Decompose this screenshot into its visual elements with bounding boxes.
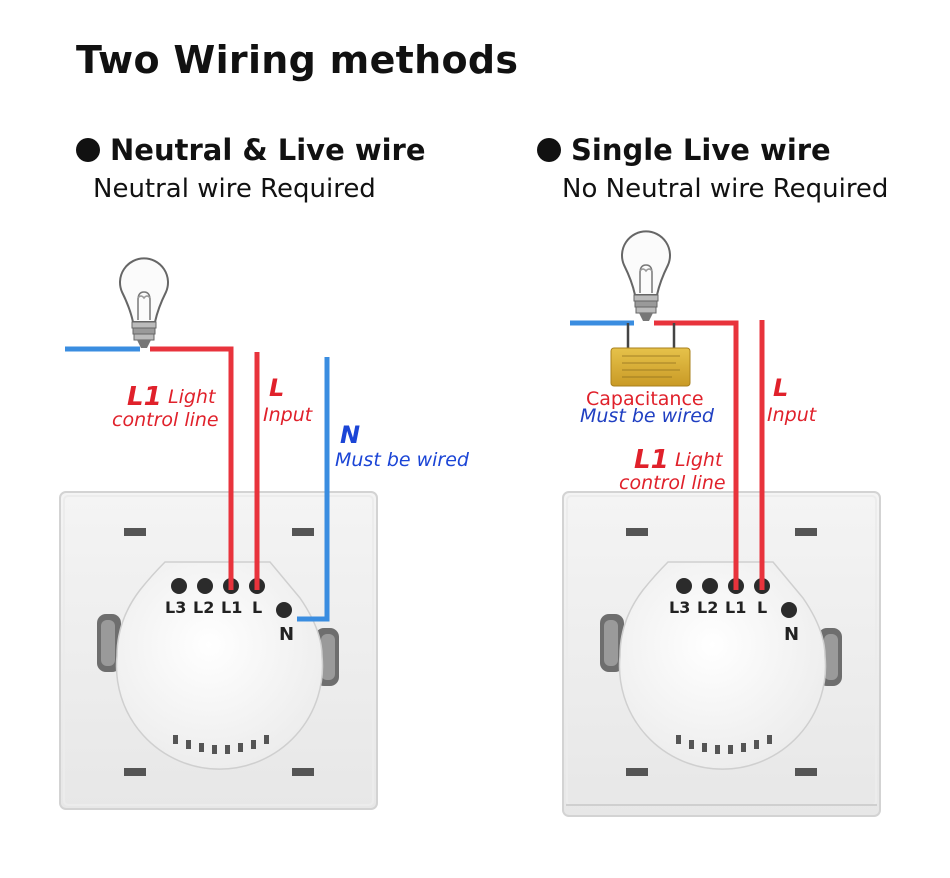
left-l1-code: L1 xyxy=(127,382,162,412)
terminal-label-neutral: N xyxy=(279,624,294,645)
right-heading-text: Single Live wire xyxy=(571,133,831,167)
left-l1-desc-2: control line xyxy=(112,409,219,431)
left-switch-plate-icon xyxy=(59,491,378,810)
terminal-label: L xyxy=(252,598,262,617)
right-l1-code: L1 xyxy=(634,445,669,475)
terminal-label: L3 xyxy=(165,598,186,617)
right-bulb-icon xyxy=(621,230,671,321)
capacitor-leads xyxy=(626,323,676,349)
capacitor-icon xyxy=(610,347,691,387)
left-bulb-icon xyxy=(119,257,169,348)
bullet-icon xyxy=(76,138,100,162)
bullet-icon xyxy=(537,138,561,162)
right-capacitance-note: Must be wired xyxy=(580,405,714,427)
left-terminal-labels: L3 L2 L1 L N xyxy=(165,598,294,645)
page-title: Two Wiring methods xyxy=(76,38,519,82)
right-l1-desc-1: Light xyxy=(675,449,723,471)
right-l1-desc-2: control line xyxy=(619,472,726,494)
left-heading: Neutral & Live wire xyxy=(76,133,426,167)
l1-wire xyxy=(654,320,739,590)
left-n-code: N xyxy=(340,421,361,449)
right-capacitance-label: Capacitance xyxy=(586,388,704,410)
terminal-label: L1 xyxy=(221,598,242,617)
right-l-code: L xyxy=(773,374,789,402)
terminal-label: L1 xyxy=(725,598,746,617)
right-terminal-labels: L3 L2 L1 L N xyxy=(669,598,799,645)
terminal-label: L2 xyxy=(193,598,214,617)
left-n-desc: Must be wired xyxy=(335,449,469,471)
right-heading: Single Live wire xyxy=(537,133,831,167)
l1-wire xyxy=(150,346,234,590)
left-subheading: Neutral wire Required xyxy=(93,174,376,204)
n-wire xyxy=(297,357,330,622)
left-wires xyxy=(65,346,330,622)
right-switch-plate-icon xyxy=(562,491,881,817)
right-subheading: No Neutral wire Required xyxy=(562,174,889,204)
terminal-label: L xyxy=(757,598,767,617)
terminal-label-neutral: N xyxy=(784,624,799,645)
terminal-label: L3 xyxy=(669,598,690,617)
terminal-label: L2 xyxy=(697,598,718,617)
right-wires xyxy=(570,320,765,590)
left-l1-desc-1: Light xyxy=(168,386,216,408)
right-l-desc: Input xyxy=(767,404,817,426)
left-heading-text: Neutral & Live wire xyxy=(110,133,426,167)
left-l-desc: Input xyxy=(263,404,313,426)
left-l-code: L xyxy=(269,374,285,402)
